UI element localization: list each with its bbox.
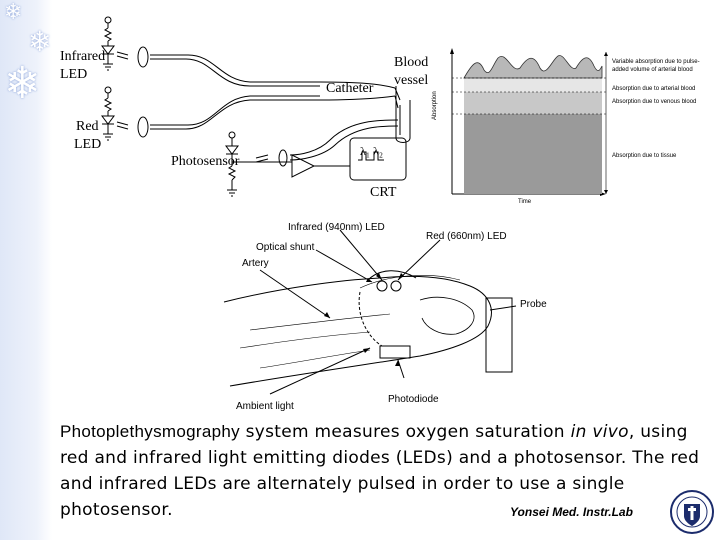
annotation-venous: Absorption due to venous blood — [612, 99, 697, 105]
infrared-led-label-2: LED — [60, 67, 88, 82]
circuit-diagram — [101, 16, 411, 197]
caption-term: Photoplethysmography — [60, 422, 240, 441]
blood-vessel-label: Blood — [394, 55, 429, 70]
artery-label: Artery — [242, 258, 269, 269]
snowflake-icon: ❄ — [28, 25, 52, 58]
red-led-label-2: LED — [74, 137, 102, 152]
catheter-label: Catheter — [326, 81, 374, 96]
caption-text-1: system measures oxygen saturation — [239, 422, 571, 442]
optical-shunt-label: Optical shunt — [256, 242, 315, 253]
crt-wave-label: λ₁ λ₂ — [360, 144, 384, 158]
photosensor-label: Photosensor — [171, 154, 240, 169]
finger-probe-illustration — [223, 229, 517, 395]
infrared-led-label: Infrared — [60, 49, 106, 64]
caption-paragraph: Photoplethysmography system measures oxy… — [60, 419, 700, 523]
university-seal-icon — [670, 490, 714, 534]
annotation-tissue: Absorption due to tissue — [612, 153, 677, 159]
crt-label: CRT — [370, 185, 397, 200]
annotation-arterial: Absorption due to arterial blood — [612, 86, 696, 92]
snowflake-icon: ❄ — [4, 58, 41, 109]
caption-text-2: , using red and infrared light emitting … — [60, 422, 700, 520]
caption-italic: in vivo — [570, 422, 629, 442]
probe-label: Probe — [520, 299, 547, 310]
infrared-940-label: Infrared (940nm) LED — [288, 222, 385, 233]
absorption-x-label: Time — [518, 199, 532, 205]
red-led-label: Red — [76, 119, 99, 134]
lab-credit: Yonsei Med. Instr.Lab — [510, 505, 633, 519]
absorption-y-label: Absorption — [432, 91, 438, 120]
photodiode-label: Photodiode — [388, 394, 439, 405]
ambient-light-label: Ambient light — [236, 401, 294, 412]
snowflake-icon: ❄ — [4, 0, 23, 25]
annotation-pulse: Variable absorption due to pulse-added v… — [612, 59, 700, 73]
absorption-plot — [436, 44, 716, 212]
red-660-label: Red (660nm) LED — [426, 231, 507, 242]
decorative-sidebar: ❄ ❄ ❄ — [0, 0, 52, 540]
blood-vessel-label-2: vessel — [394, 73, 429, 88]
